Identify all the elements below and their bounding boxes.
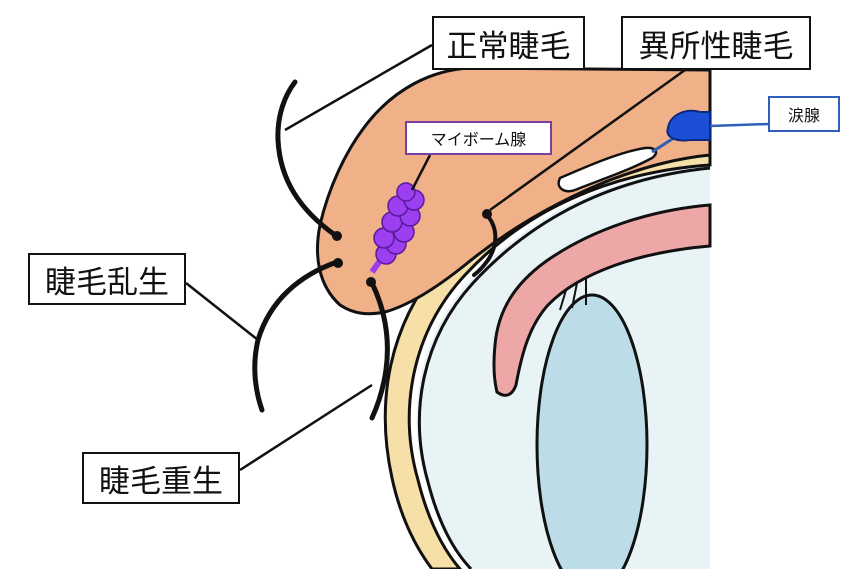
leader-distichiasis bbox=[239, 383, 373, 472]
leader-normal bbox=[284, 43, 433, 132]
normal-eyelash bbox=[275, 79, 338, 238]
eyelashes bbox=[252, 79, 498, 421]
conjunctiva bbox=[492, 203, 712, 397]
leader-trichiasis bbox=[185, 282, 259, 341]
lens bbox=[535, 293, 649, 569]
leader-lines bbox=[185, 43, 769, 472]
label-normal-eyelash: 正常睫毛 bbox=[432, 16, 585, 70]
label-lacrimal-gland: 涙腺 bbox=[768, 96, 840, 132]
distichiasis-eyelash bbox=[369, 280, 390, 421]
label-trichiasis: 睫毛乱生 bbox=[28, 253, 186, 305]
leader-ectopic bbox=[489, 68, 686, 212]
label-meibomian-gland: マイボーム腺 bbox=[405, 121, 552, 155]
leader-meibomian bbox=[410, 154, 432, 191]
meibomian-gland bbox=[369, 182, 425, 274]
lacrimal-gland bbox=[651, 109, 711, 154]
ectopic-eyelash bbox=[472, 213, 498, 277]
label-ectopic-eyelash: 異所性睫毛 bbox=[621, 16, 811, 70]
leader-lacrimal bbox=[709, 122, 769, 128]
cornea-edge bbox=[417, 166, 711, 569]
label-distichiasis: 睫毛重生 bbox=[82, 452, 240, 504]
lid-fold-highlight bbox=[557, 146, 658, 193]
